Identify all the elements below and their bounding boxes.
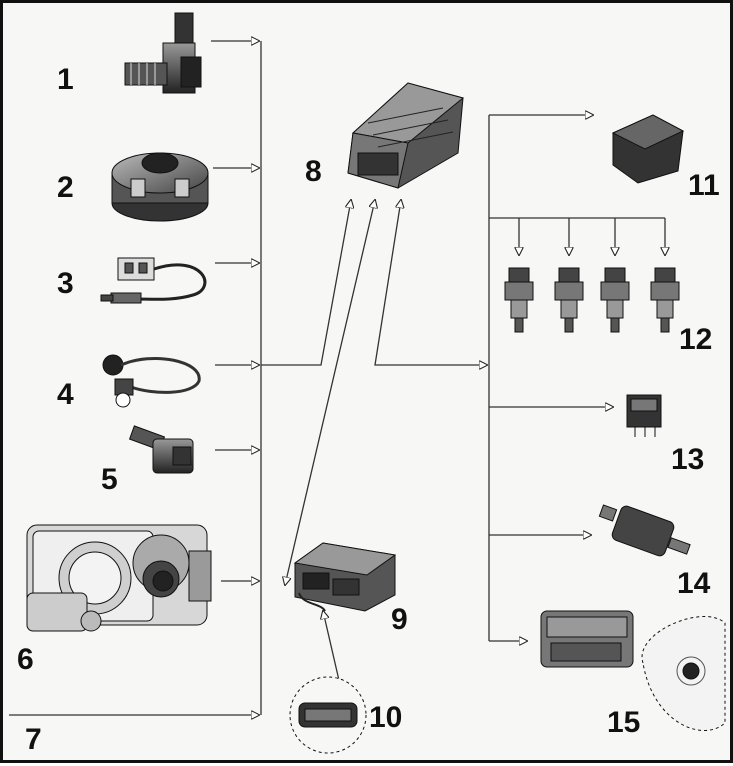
sensor-5-drawing (128, 425, 194, 474)
sensor-4-drawing (102, 354, 201, 408)
injector-1 (504, 267, 534, 333)
injectors-drawing (504, 267, 680, 333)
arrow-ecu-to-outputs (374, 200, 487, 365)
injector-3 (600, 267, 630, 333)
label-10: 10 (369, 701, 403, 734)
throttle-body-drawing (26, 524, 212, 632)
label-6: 6 (17, 643, 34, 676)
label-15: 15 (607, 706, 641, 739)
label-11: 11 (688, 169, 720, 202)
component-11-drawing (611, 114, 685, 184)
ignition-drawing (540, 610, 726, 731)
injector-2 (554, 267, 584, 333)
arrow-module-connector (323, 611, 341, 689)
label-12: 12 (679, 323, 713, 356)
label-4: 4 (57, 378, 74, 411)
label-13: 13 (671, 443, 705, 476)
sensor-3-drawing (100, 257, 207, 304)
label-5: 5 (101, 463, 118, 496)
label-14: 14 (677, 567, 711, 600)
sensor-2-drawing (111, 152, 209, 222)
injector-4 (650, 267, 680, 333)
arrow-ecu-diagnostic (285, 200, 375, 585)
label-7: 7 (25, 723, 42, 756)
diagnostic-connector-drawing (289, 676, 367, 754)
valve-drawing (598, 504, 691, 557)
arrow-bus-to-ecu (261, 200, 351, 366)
connection-lines (9, 41, 665, 715)
label-1: 1 (57, 63, 74, 96)
sensor-1-drawing (124, 12, 202, 94)
label-9: 9 (391, 603, 408, 636)
diagram-drawing (9, 12, 726, 754)
label-8: 8 (305, 155, 322, 188)
label-3: 3 (57, 267, 74, 300)
label-2: 2 (57, 171, 74, 204)
relay-drawing (626, 394, 662, 437)
diagnostic-module-drawing (293, 542, 397, 612)
ecu-drawing (347, 82, 465, 189)
